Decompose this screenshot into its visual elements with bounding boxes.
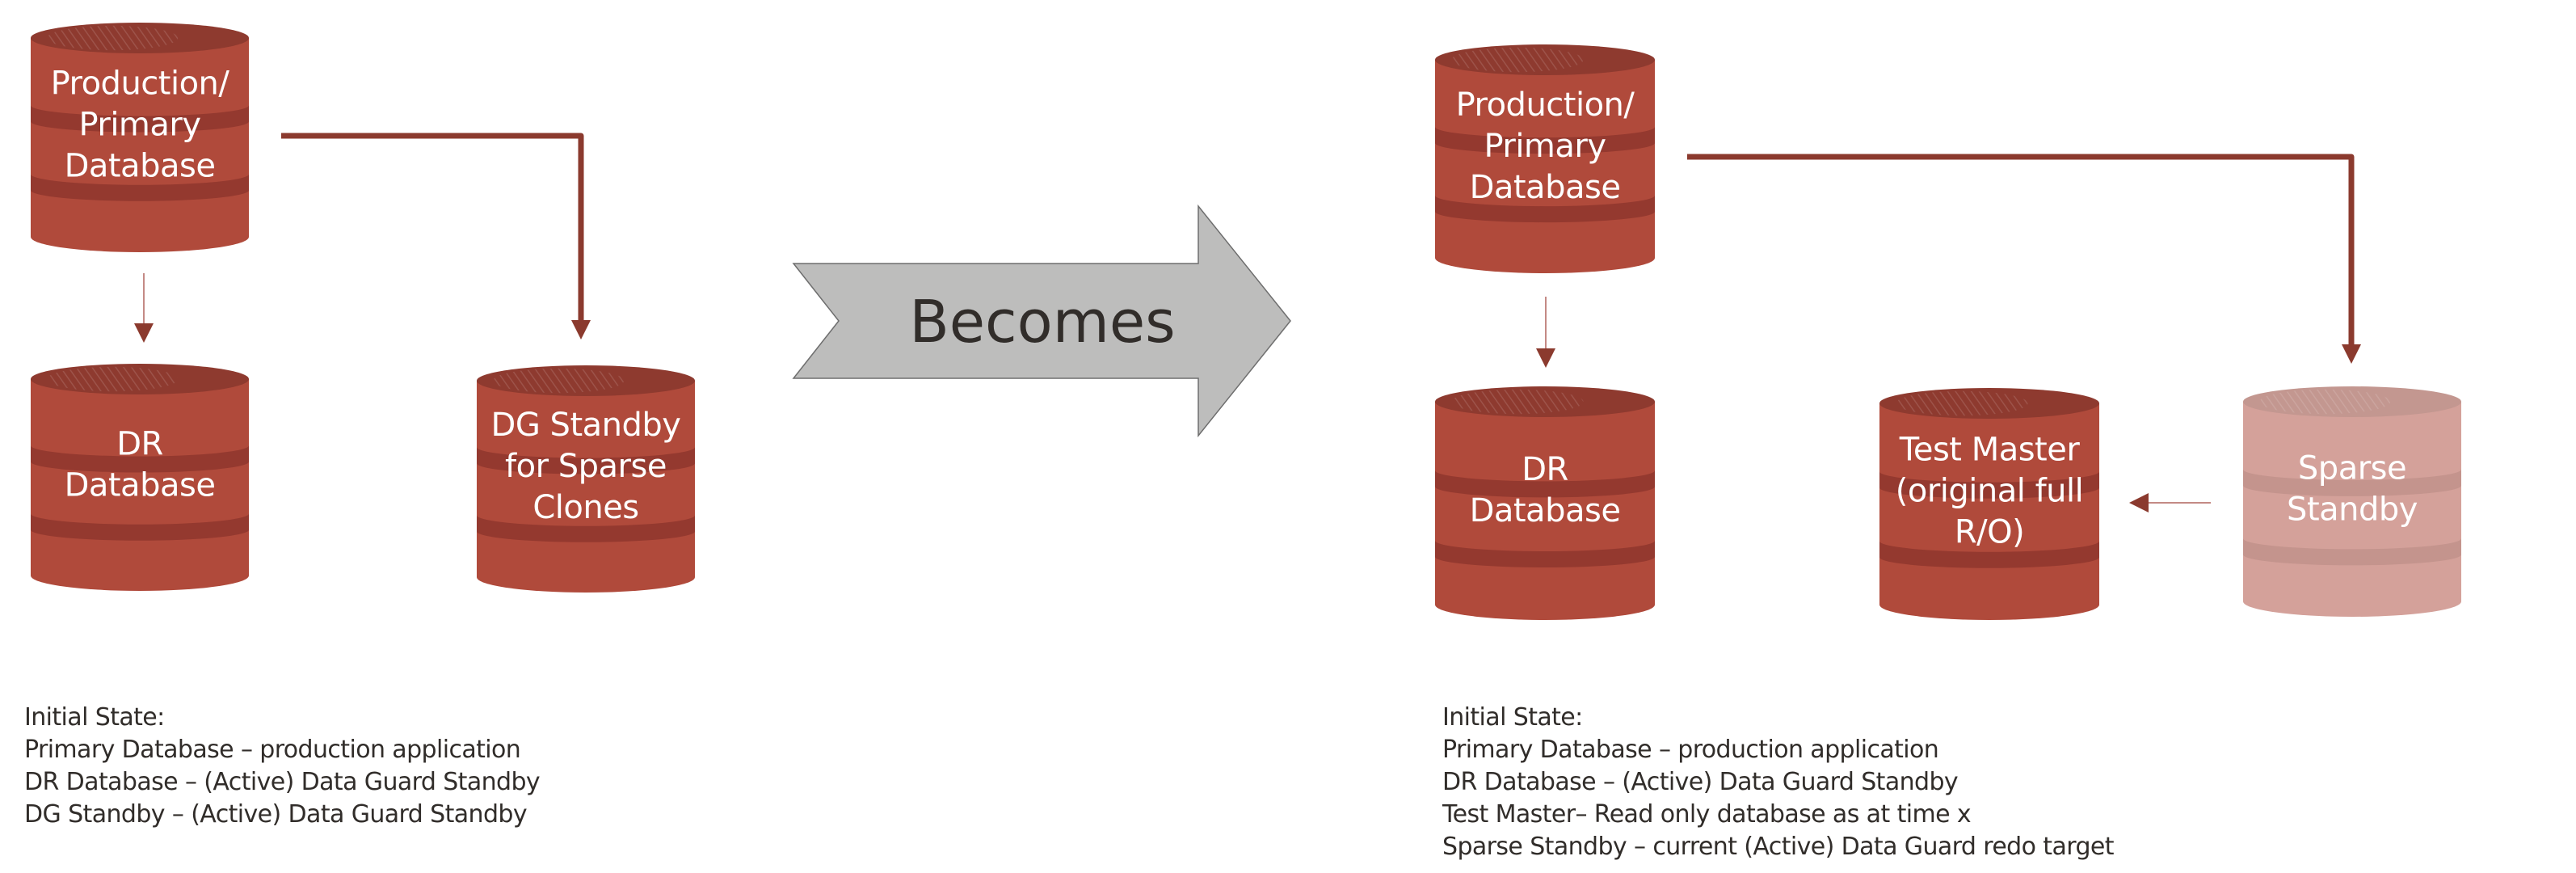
database-cylinder-icon <box>31 364 249 591</box>
database-label-line: Clones <box>532 489 638 526</box>
notes-line: Sparse Standby – current (Active) Data G… <box>1442 833 2115 861</box>
cylinder-band <box>1879 541 2099 568</box>
cylinder-top-texture <box>1451 389 1584 415</box>
database-label-line: (original full <box>1896 473 2084 510</box>
database-label-line: DG Standby <box>491 407 681 444</box>
left-primary-to-dg-standby-connector <box>281 133 591 340</box>
notes-line: Primary Database – production applicatio… <box>1442 736 1939 764</box>
cylinder-top-texture <box>1451 47 1584 73</box>
notes-line: Primary Database – production applicatio… <box>24 736 521 764</box>
notes-line: DR Database – (Active) Data Guard Standb… <box>24 768 541 796</box>
down-arrow-icon <box>134 323 154 343</box>
database-label-line: DR <box>116 426 163 463</box>
database-label-line: DR <box>1522 451 1568 488</box>
right-primary-to-dr-connector <box>1536 297 1555 368</box>
cylinder-band <box>1435 195 1655 223</box>
cylinder-band <box>1435 470 1655 498</box>
database-label-line: Primary <box>78 106 200 143</box>
database-label-line: Sparse <box>2298 449 2406 487</box>
notes-heading: Initial State: <box>1442 703 1583 732</box>
cylinder-top-texture <box>2259 389 2391 415</box>
notes-heading: Initial State: <box>24 703 165 732</box>
notes-line: DG Standby – (Active) Data Guard Standby <box>24 800 528 829</box>
cylinder-band <box>31 105 249 133</box>
becomes-label: Becomes <box>909 288 1175 356</box>
cylinder-band <box>1879 471 2099 499</box>
database-label-line: R/O) <box>1955 514 2024 551</box>
database-label-line: Database <box>65 467 216 504</box>
left-notes: Initial State: Primary Database – produc… <box>24 702 541 831</box>
left-primary-to-dr-connector <box>134 273 154 343</box>
right-arrow-shape <box>792 204 1291 438</box>
right-notes: Initial State: Primary Database – produc… <box>1442 702 2115 863</box>
cylinder-band <box>1435 540 1655 568</box>
notes-line: Test Master– Read only database as at ti… <box>1442 800 1972 829</box>
right-dr-database[interactable]: DR Database <box>1435 386 1655 620</box>
database-cylinder-icon <box>1879 388 2099 620</box>
sparse-standby-to-test-master-connector <box>2129 493 2211 512</box>
cylinder-band <box>31 174 249 201</box>
down-arrow-icon <box>2342 344 2361 364</box>
database-label-line: Standby <box>2287 491 2418 528</box>
cylinder-band <box>1435 126 1655 154</box>
cylinder-top-texture <box>493 368 625 394</box>
cylinder-band <box>31 445 249 473</box>
database-label-line: Database <box>65 147 216 184</box>
cylinder-top-texture <box>47 366 179 392</box>
database-label-line: Primary <box>1484 128 1606 165</box>
database-label-line: Production/ <box>1456 86 1635 124</box>
database-label-line: Database <box>1470 169 1621 206</box>
left-arrow-icon <box>2129 493 2149 512</box>
down-arrow-icon <box>571 320 591 340</box>
database-label-line: Database <box>1470 492 1621 529</box>
down-arrow-icon <box>1536 348 1555 368</box>
database-cylinder-icon <box>477 365 695 593</box>
database-label-line: Production/ <box>51 65 230 102</box>
cylinder-top-texture <box>1896 390 2028 416</box>
notes-line: DR Database – (Active) Data Guard Standb… <box>1442 768 1959 796</box>
database-cylinder-icon <box>31 23 249 252</box>
cylinder-band <box>2243 538 2461 566</box>
cylinder-band <box>477 515 695 542</box>
becomes-arrow: Becomes <box>792 204 1291 438</box>
database-label-line: for Sparse <box>505 448 667 485</box>
database-cylinder-icon <box>1435 44 1655 273</box>
cylinder-band <box>31 513 249 541</box>
database-cylinder-icon <box>2243 386 2461 617</box>
cylinder-band <box>477 447 695 474</box>
database-cylinder-icon <box>1435 386 1655 620</box>
right-primary-to-sparse-standby-connector <box>1687 154 2361 364</box>
cylinder-top-texture <box>47 25 179 51</box>
left-dr-database[interactable]: DR Database <box>31 364 249 591</box>
database-label-line: Test Master <box>1899 432 2081 469</box>
cylinder-band <box>2243 469 2461 496</box>
